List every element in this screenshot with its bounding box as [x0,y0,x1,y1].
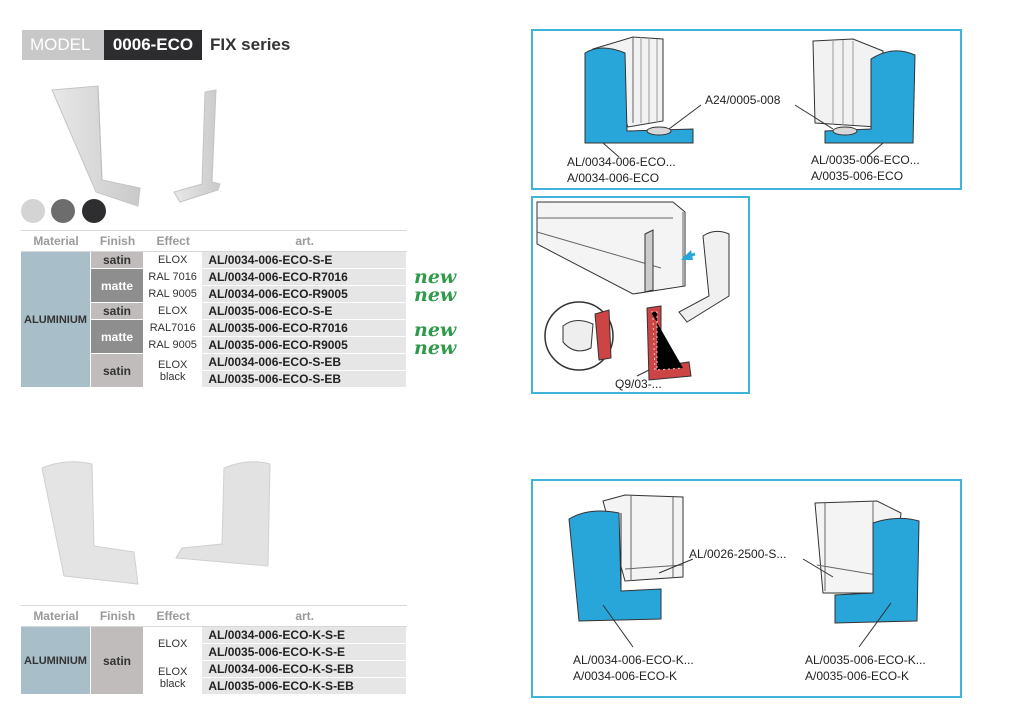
finish-cell: satin [91,303,144,320]
art-cell: AL/0035-006-ECO-R9005 [202,337,407,354]
material-cell: ALUMINIUM [21,252,91,388]
effect-cell: RAL 9005 [144,337,203,354]
art-cell: AL/0035-006-ECO-S-E [202,303,407,320]
color-swatch-light [21,199,45,223]
spec-table-fix: Material Finish Effect art. ALUMINIUM sa… [21,230,407,388]
art-cell: AL/0034-006-ECO-R9005 [202,286,407,303]
effect-cell: ELOX black [144,661,203,695]
effect-cell: RAL 7016 [144,269,203,286]
art-cell: AL/0034-006-ECO-R7016 [202,269,407,286]
diagram-fix-drawing [584,36,916,158]
new-badge: new [414,319,457,341]
diagram-fix-caps: A24/0005-008 AL/0034-006-ECO... A/0034-0… [531,29,962,190]
model-label: MODEL [22,30,104,60]
header-material: Material [21,230,91,252]
label-left-alt: A/0034-006-ECO [567,171,660,185]
new-badge: new [414,337,457,359]
label-left-alt: A/0034-006-ECO-K [573,669,678,683]
spec-table-k: Material Finish Effect art. ALUMINIUM sa… [21,605,407,695]
new-badge: new [414,284,457,306]
header-art: art. [202,605,407,627]
effect-cell: ELOX [144,303,203,320]
diagram-k-drawing [568,494,920,648]
label-right-alt: A/0035-006-ECO-K [805,669,910,683]
label-left-part: AL/0034-006-ECO... [567,155,676,169]
series-title: FIX series [210,35,291,54]
art-cell: AL/0034-006-ECO-S-E [202,252,407,269]
color-swatch-grey [51,199,75,223]
label-right-alt: A/0035-006-ECO [811,169,904,183]
header-material: Material [21,605,91,627]
label-tape: Q9/03-... [615,377,662,391]
finish-cell: satin [91,354,144,388]
finish-cell: satin [91,252,144,269]
product-photo-fix [51,85,221,207]
material-cell: ALUMINIUM [21,627,91,695]
art-cell: AL/0034-006-ECO-K-S-E [202,627,407,644]
finish-cell: satin [91,627,144,695]
art-cell: AL/0034-006-ECO-S-EB [202,354,407,371]
header-finish: Finish [91,605,144,627]
header-finish: Finish [91,230,144,252]
model-code: 0006-ECO [104,30,202,60]
effect-cell: ELOX black [144,354,203,388]
diagram-k-caps: AL/0026-2500-S... AL/0034-006-ECO-K... A… [531,479,962,698]
art-cell: AL/0035-006-ECO-K-S-E [202,644,407,661]
finish-cell: matte [91,320,144,354]
assembly-drawing [536,201,730,381]
header-effect: Effect [144,230,203,252]
art-cell: AL/0035-006-ECO-S-EB [202,371,407,388]
header-effect: Effect [144,605,203,627]
label-connector: A24/0005-008 [705,93,781,107]
label-left-part: AL/0034-006-ECO-K... [573,653,694,667]
color-swatch-black [82,199,106,223]
label-right-part: AL/0035-006-ECO-K... [805,653,926,667]
new-badge: new [414,266,457,288]
effect-cell: RAL7016 [144,320,203,337]
art-cell: AL/0034-006-ECO-K-S-EB [202,661,407,678]
header-art: art. [202,230,407,252]
effect-cell: ELOX [144,252,203,269]
product-photo-k [41,461,271,585]
label-right-part: AL/0035-006-ECO... [811,153,920,167]
finish-cell: matte [91,269,144,303]
label-connector: AL/0026-2500-S... [689,547,787,561]
art-cell: AL/0035-006-ECO-R7016 [202,320,407,337]
effect-cell: ELOX [144,627,203,661]
diagram-assembly: Q9/03-... [531,196,750,394]
art-cell: AL/0035-006-ECO-K-S-EB [202,678,407,695]
effect-cell: RAL 9005 [144,286,203,303]
